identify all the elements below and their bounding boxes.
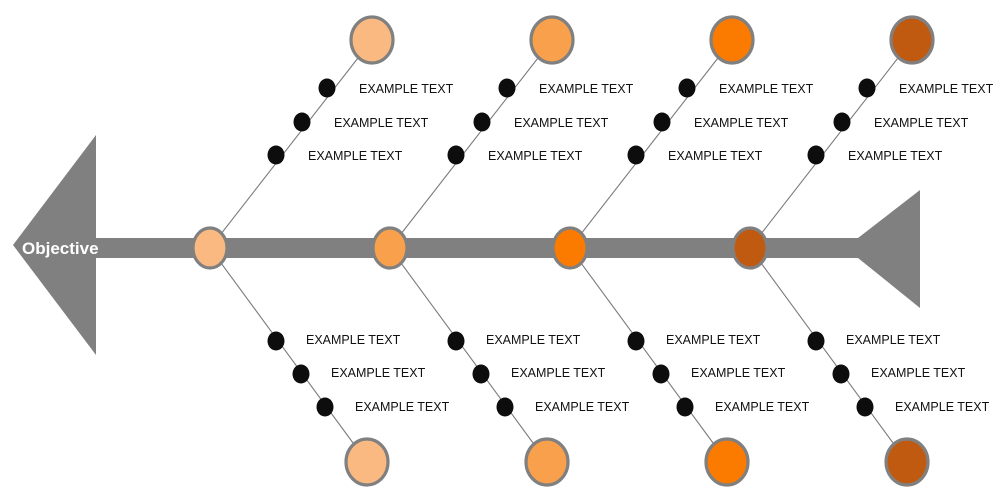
category-node-bottom-3[interactable] bbox=[704, 437, 750, 487]
spine-tail-fin bbox=[858, 190, 920, 308]
spine-group bbox=[13, 135, 920, 355]
branch-line-lower-1 bbox=[209, 247, 368, 463]
category-node-bottom-4[interactable] bbox=[884, 437, 930, 487]
category-circles-group bbox=[191, 15, 935, 487]
cause-dot-upper-3-3[interactable] bbox=[627, 145, 645, 165]
cause-label-lower-1-1: EXAMPLE TEXT bbox=[306, 333, 401, 347]
cause-dot-upper-4-1[interactable] bbox=[858, 78, 876, 98]
spine-arrowhead bbox=[13, 135, 96, 355]
cause-dot-upper-3-1[interactable] bbox=[678, 78, 696, 98]
cause-dots-group bbox=[267, 78, 876, 417]
branch-line-lower-2 bbox=[389, 247, 548, 463]
spine-node-1[interactable] bbox=[191, 226, 229, 270]
category-node-bottom-2[interactable] bbox=[524, 437, 570, 487]
branch-line-lower-4 bbox=[749, 247, 908, 463]
branch-line-upper-3 bbox=[569, 39, 733, 249]
cause-dot-upper-1-2[interactable] bbox=[293, 112, 311, 132]
objective-label-group: Objective bbox=[22, 239, 99, 258]
cause-label-upper-1-1: EXAMPLE TEXT bbox=[359, 82, 454, 96]
cause-label-lower-4-3: EXAMPLE TEXT bbox=[895, 400, 990, 414]
cause-dot-lower-1-3[interactable] bbox=[316, 397, 334, 417]
category-node-top-1[interactable] bbox=[349, 15, 395, 65]
cause-label-upper-4-1: EXAMPLE TEXT bbox=[899, 82, 994, 96]
cause-label-lower-3-1: EXAMPLE TEXT bbox=[666, 333, 761, 347]
branch-line-upper-4 bbox=[749, 39, 913, 249]
cause-label-upper-2-3: EXAMPLE TEXT bbox=[488, 149, 583, 163]
cause-label-lower-1-3: EXAMPLE TEXT bbox=[355, 400, 450, 414]
cause-dot-lower-3-1[interactable] bbox=[627, 331, 645, 351]
category-node-top-4[interactable] bbox=[889, 15, 935, 65]
cause-label-upper-2-1: EXAMPLE TEXT bbox=[539, 82, 634, 96]
cause-dot-lower-3-3[interactable] bbox=[676, 397, 694, 417]
cause-dot-upper-1-1[interactable] bbox=[318, 78, 336, 98]
cause-label-lower-3-3: EXAMPLE TEXT bbox=[715, 400, 810, 414]
cause-label-upper-1-2: EXAMPLE TEXT bbox=[334, 116, 429, 130]
cause-label-upper-4-3: EXAMPLE TEXT bbox=[848, 149, 943, 163]
cause-label-lower-2-3: EXAMPLE TEXT bbox=[535, 400, 630, 414]
objective-label: Objective bbox=[22, 239, 99, 258]
cause-label-upper-3-1: EXAMPLE TEXT bbox=[719, 82, 814, 96]
cause-dot-lower-2-2[interactable] bbox=[472, 364, 490, 384]
cause-label-lower-3-2: EXAMPLE TEXT bbox=[691, 366, 786, 380]
cause-dot-lower-4-1[interactable] bbox=[807, 331, 825, 351]
spine-node-4[interactable] bbox=[731, 226, 769, 270]
branch-line-upper-2 bbox=[389, 39, 553, 249]
category-node-top-2[interactable] bbox=[529, 15, 575, 65]
cause-dot-upper-2-3[interactable] bbox=[447, 145, 465, 165]
cause-dot-upper-1-3[interactable] bbox=[267, 145, 285, 165]
cause-label-upper-3-3: EXAMPLE TEXT bbox=[668, 149, 763, 163]
cause-label-upper-3-2: EXAMPLE TEXT bbox=[694, 116, 789, 130]
category-node-bottom-1[interactable] bbox=[344, 437, 390, 487]
cause-dot-lower-4-2[interactable] bbox=[832, 364, 850, 384]
cause-dot-lower-2-3[interactable] bbox=[496, 397, 514, 417]
spine-node-3[interactable] bbox=[551, 226, 589, 270]
cause-label-lower-1-2: EXAMPLE TEXT bbox=[331, 366, 426, 380]
cause-dot-upper-4-3[interactable] bbox=[807, 145, 825, 165]
cause-dot-upper-4-2[interactable] bbox=[833, 112, 851, 132]
cause-label-lower-4-1: EXAMPLE TEXT bbox=[846, 333, 941, 347]
cause-dot-lower-2-1[interactable] bbox=[447, 331, 465, 351]
cause-label-upper-2-2: EXAMPLE TEXT bbox=[514, 116, 609, 130]
cause-dot-lower-3-2[interactable] bbox=[652, 364, 670, 384]
cause-label-upper-4-2: EXAMPLE TEXT bbox=[874, 116, 969, 130]
cause-dot-lower-1-1[interactable] bbox=[267, 331, 285, 351]
cause-dot-lower-1-2[interactable] bbox=[292, 364, 310, 384]
cause-dot-upper-3-2[interactable] bbox=[653, 112, 671, 132]
spine-bar bbox=[60, 238, 858, 258]
branch-line-lower-3 bbox=[569, 247, 728, 463]
branch-line-upper-1 bbox=[209, 39, 373, 249]
spine-node-2[interactable] bbox=[371, 226, 409, 270]
branches-group bbox=[209, 39, 913, 463]
cause-dot-upper-2-1[interactable] bbox=[498, 78, 516, 98]
cause-dot-lower-4-3[interactable] bbox=[856, 397, 874, 417]
cause-dot-upper-2-2[interactable] bbox=[473, 112, 491, 132]
cause-label-lower-2-2: EXAMPLE TEXT bbox=[511, 366, 606, 380]
cause-label-lower-4-2: EXAMPLE TEXT bbox=[871, 366, 966, 380]
cause-labels-group: EXAMPLE TEXT EXAMPLE TEXT EXAMPLE TEXT EXAM… bbox=[306, 82, 994, 414]
category-node-top-3[interactable] bbox=[709, 15, 755, 65]
cause-label-upper-1-3: EXAMPLE TEXT bbox=[308, 149, 403, 163]
cause-label-lower-2-1: EXAMPLE TEXT bbox=[486, 333, 581, 347]
